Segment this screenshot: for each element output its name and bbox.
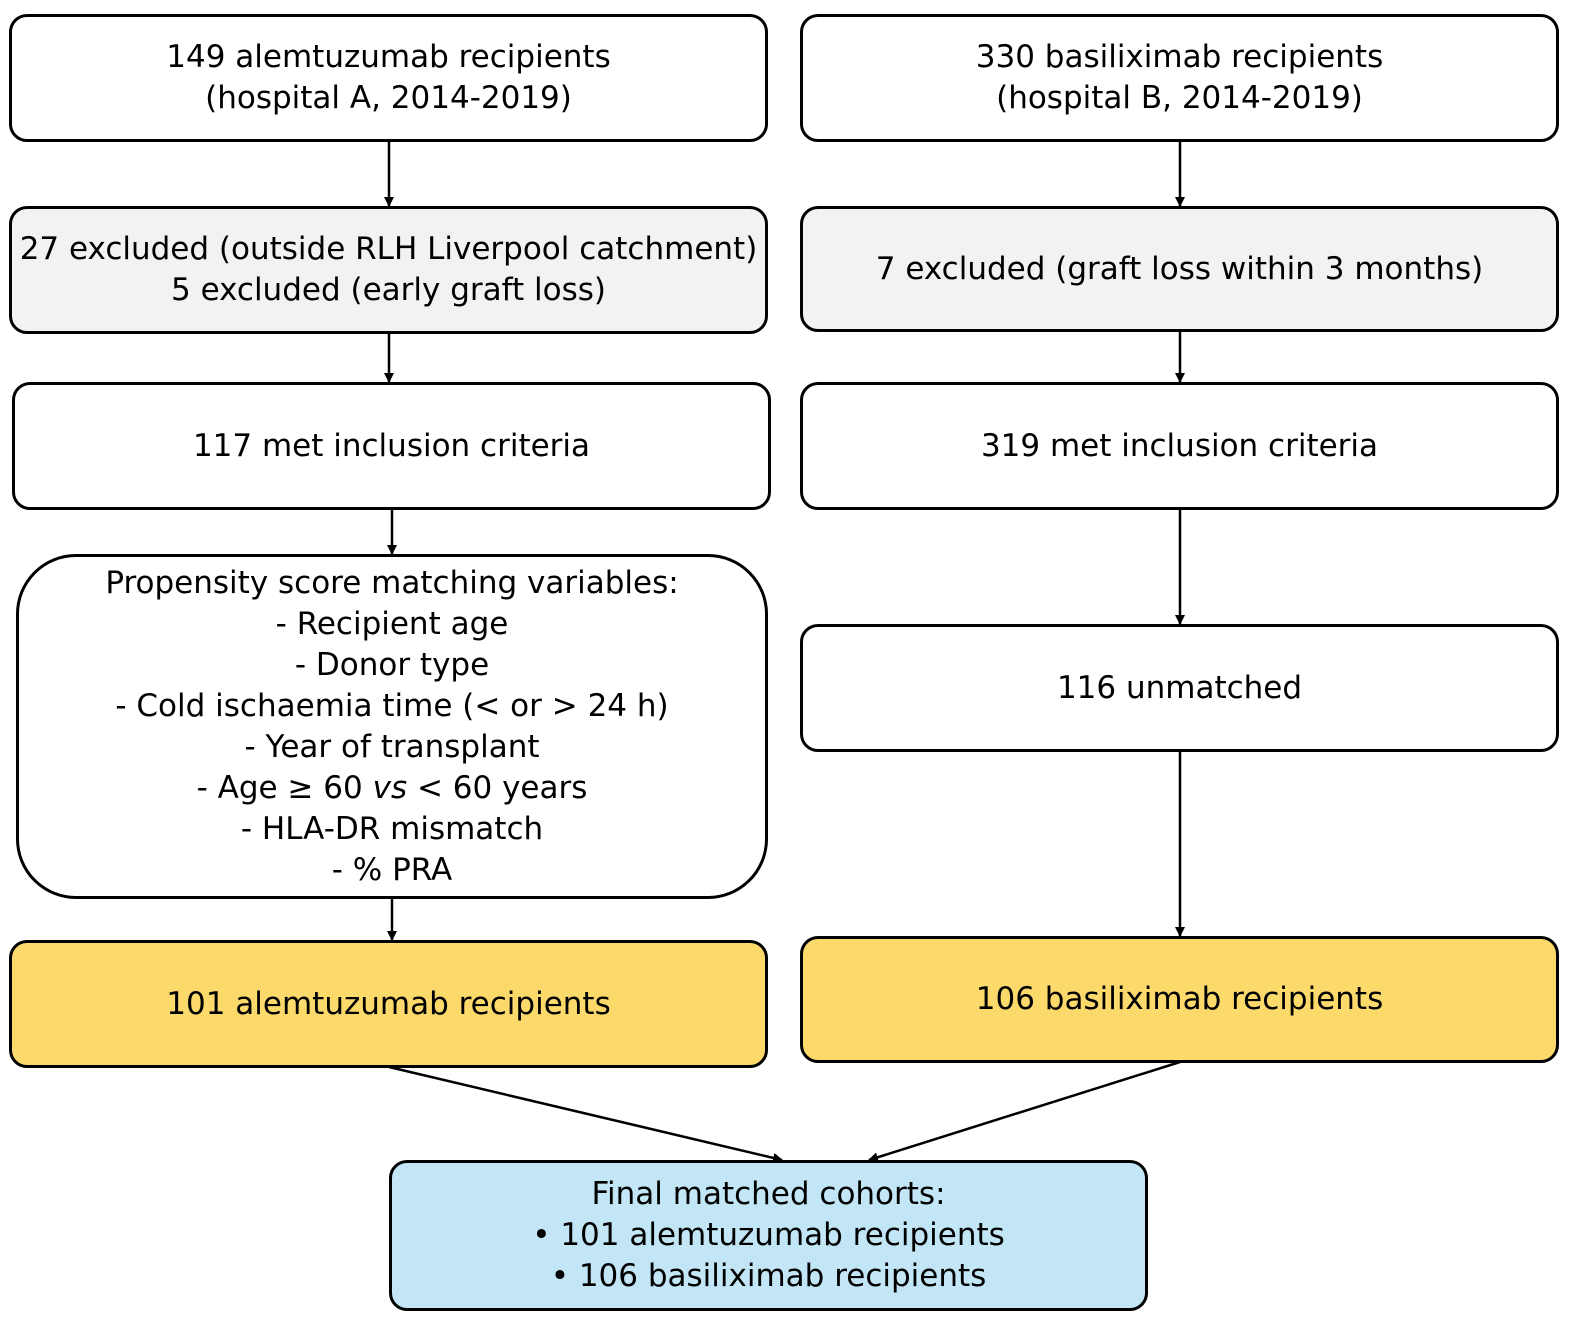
right-excluded-box: 7 excluded (graft loss within 3 months) [800, 206, 1559, 332]
right-start-line-2: (hospital B, 2014-2019) [996, 80, 1363, 116]
right-excluded-text: 7 excluded (graft loss within 3 months) [875, 250, 1484, 287]
psm-age-vs: vs [372, 769, 408, 806]
right-included-box: 319 met inclusion criteria [800, 382, 1559, 510]
left-matched-text: 101 alemtuzumab recipients [166, 985, 611, 1022]
left-start-line-1: 149 alemtuzumab recipients [166, 39, 611, 75]
left-start-box: 149 alemtuzumab recipients (hospital A, … [9, 14, 768, 142]
left-matched-box: 101 alemtuzumab recipients [9, 940, 768, 1068]
psm-item-year: - Year of transplant [244, 728, 540, 765]
psm-item-donor-type: - Donor type [294, 646, 490, 683]
psm-item-pra: - % PRA [331, 851, 453, 888]
left-excluded-line-2: 5 excluded (early graft loss) [171, 272, 606, 308]
left-start-line-2: (hospital A, 2014-2019) [205, 80, 572, 116]
right-unmatched-text: 116 unmatched [1056, 669, 1303, 706]
psm-title: Propensity score matching variables: [105, 564, 679, 601]
final-item-alemtuzumab: 101 alemtuzumab recipients [532, 1215, 1004, 1256]
psm-item-recipient-age: - Recipient age [275, 605, 509, 642]
right-matched-text: 106 basiliximab recipients [975, 981, 1384, 1017]
right-start-line-1: 330 basiliximab recipients [975, 39, 1384, 75]
psm-variables-box: Propensity score matching variables: - R… [16, 554, 768, 899]
final-item-basiliximab: 106 basiliximab recipients [551, 1256, 986, 1297]
psm-item-cold-ischaemia: - Cold ischaemia time (< or > 24 h) [115, 687, 669, 724]
psm-age-prefix: - Age ≥ 60 [196, 769, 373, 806]
left-included-text: 117 met inclusion criteria [192, 427, 591, 464]
arrow-left-matched-to-final [388, 1065, 783, 1163]
arrow-right-matched-to-final [868, 1060, 1181, 1163]
left-excluded-box: 27 excluded (outside RLH Liverpool catch… [9, 206, 768, 334]
right-matched-box: 106 basiliximab recipients [800, 936, 1559, 1063]
psm-age-suffix: < 60 years [407, 769, 588, 806]
left-included-box: 117 met inclusion criteria [12, 382, 771, 510]
right-unmatched-box: 116 unmatched [800, 624, 1559, 752]
left-excluded-line-1: 27 excluded (outside RLH Liverpool catch… [19, 231, 758, 267]
final-cohorts-box: Final matched cohorts: 101 alemtuzumab r… [389, 1160, 1148, 1311]
psm-item-age-threshold: - Age ≥ 60 vs < 60 years [197, 768, 588, 809]
psm-item-hla-dr: - HLA-DR mismatch [240, 810, 544, 847]
right-start-box: 330 basiliximab recipients (hospital B, … [800, 14, 1559, 142]
final-title: Final matched cohorts: [591, 1176, 946, 1212]
right-included-text: 319 met inclusion criteria [980, 427, 1379, 464]
